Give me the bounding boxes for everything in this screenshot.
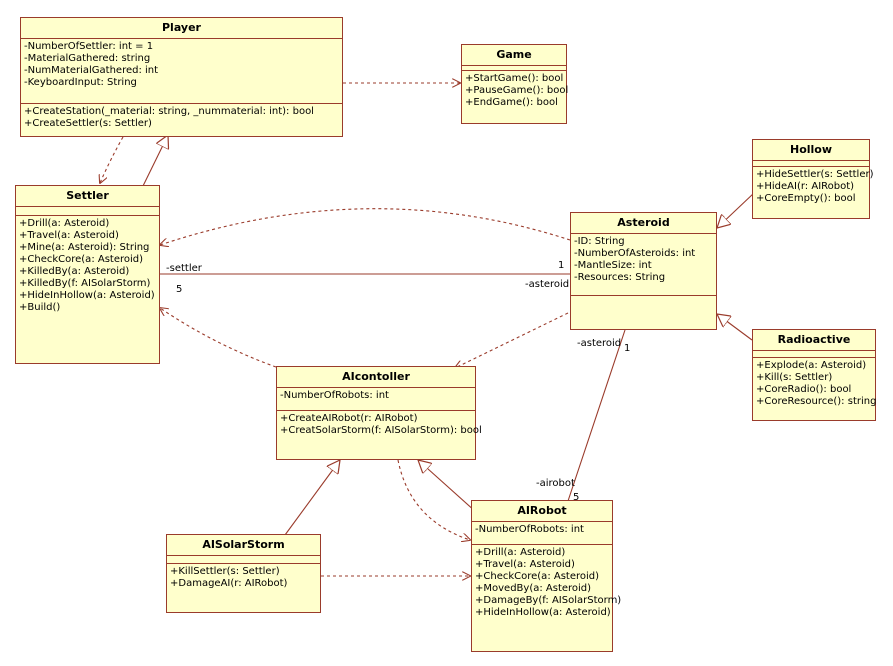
operation: +CreateAIRobot(r: AIRobot) (280, 413, 418, 424)
attribute: -NumberOfSettler: int = 1 (24, 41, 154, 52)
attribute: -NumberOfAsteroids: int (574, 248, 696, 259)
operation: +CheckCore(a: Asteroid) (475, 571, 600, 582)
operations-compartment: +StartGame(): bool +PauseGame(): bool +E… (462, 71, 569, 112)
attributes-compartment: -NumberOfSettler: int = 1 -MaterialGathe… (21, 39, 342, 104)
attribute: -MaterialGathered: string (24, 53, 151, 64)
operation: +DamageAI(r: AIRobot) (170, 578, 288, 589)
operation: +Travel(a: Asteroid) (19, 230, 119, 241)
operation: +KillSettler(s: Settler) (170, 566, 280, 577)
operation: +CreateStation(_material: string, _numma… (24, 106, 314, 117)
class-aisolarstorm[interactable]: AISolarStorm +KillSettler(s: Settler) +D… (166, 534, 321, 613)
operations-compartment: +Explode(a: Asteroid) +Kill(s: Settler) … (753, 358, 877, 411)
operation: +EndGame(): bool (465, 97, 558, 108)
class-name: Settler (16, 186, 159, 207)
settler-role-label: -settler (166, 263, 202, 274)
operation: +KilledBy(a: Asteroid) (19, 266, 130, 277)
attribute: -KeyboardInput: String (24, 77, 137, 88)
asteroid-role-left-label: -asteroid (525, 279, 570, 290)
operation: +DamageBy(f: AISolarStorm) (475, 595, 622, 606)
attributes-compartment: -NumberOfRobots: int (472, 522, 612, 545)
class-hollow[interactable]: Hollow +HideSettler(s: Settler) +HideAI(… (752, 139, 874, 219)
operation: +KilledBy(f: AISolarStorm) (19, 278, 151, 289)
operation: +Kill(s: Settler) (756, 372, 833, 383)
dependency-aicontroller-settler (160, 308, 277, 368)
class-name: AIcontoller (277, 367, 475, 388)
attributes-compartment: -NumberOfRobots: int (277, 388, 475, 411)
dependency-asteroid-settler (160, 208, 571, 245)
attribute: -NumMaterialGathered: int (24, 65, 159, 76)
generalization-aisolarstorm-aicontroller (284, 460, 340, 536)
dependency-aicontroller-airobot (397, 459, 470, 540)
class-name: AIRobot (472, 501, 612, 522)
operation: +CheckCore(a: Asteroid) (19, 254, 144, 265)
operation: +Mine(a: Asteroid): String (19, 242, 150, 253)
operation: +HideAI(r: AIRobot) (756, 181, 855, 192)
operation: +PauseGame(): bool (465, 85, 569, 96)
generalization-airobot-aicontroller (418, 460, 477, 513)
operation: +StartGame(): bool (465, 73, 564, 84)
operation: +Drill(a: Asteroid) (475, 547, 566, 558)
operation: +CoreResource(): string (756, 396, 877, 407)
class-airobot[interactable]: AIRobot -NumberOfRobots: int +Drill(a: A… (471, 500, 622, 652)
class-name: Asteroid (571, 213, 716, 234)
class-name: Hollow (753, 140, 869, 161)
class-radioactive[interactable]: Radioactive +Explode(a: Asteroid) +Kill(… (752, 329, 876, 421)
operations-compartment (571, 296, 716, 301)
operation: +HideInHollow(a: Asteroid) (475, 607, 611, 618)
operations-compartment: +CreateAIRobot(r: AIRobot) +CreatSolarSt… (277, 411, 482, 440)
settler-multiplicity-label: 5 (176, 284, 183, 295)
operation: +Explode(a: Asteroid) (756, 360, 867, 371)
operation: +CreateSettler(s: Settler) (24, 118, 152, 129)
operation: +CreatSolarStorm(f: AISolarStorm): bool (280, 425, 482, 436)
attributes-compartment: -ID: String -NumberOfAsteroids: int -Man… (571, 234, 716, 296)
operation: +HideInHollow(a: Asteroid) (19, 290, 155, 301)
operation: +Build() (19, 302, 61, 313)
operations-compartment: +Drill(a: Asteroid) +Travel(a: Asteroid)… (472, 545, 622, 622)
operation: +Travel(a: Asteroid) (475, 559, 575, 570)
attributes-compartment (16, 207, 159, 216)
operations-compartment: +CreateStation(_material: string, _numma… (21, 104, 342, 133)
association-asteroid-airobot (567, 329, 626, 502)
attributes-compartment (167, 556, 320, 564)
operation: +CoreEmpty(): bool (756, 193, 856, 204)
dependency-player-settler (100, 136, 124, 183)
class-name: Radioactive (753, 330, 875, 351)
operations-compartment: +Drill(a: Asteroid) +Travel(a: Asteroid)… (16, 216, 159, 317)
attribute: -NumberOfRobots: int (475, 524, 584, 535)
class-name: Game (462, 45, 566, 66)
generalization-settler-player (142, 135, 168, 187)
attributes-compartment (753, 351, 875, 358)
dependency-asteroid-aicontroller (455, 312, 569, 368)
operation: +CoreRadio(): bool (756, 384, 852, 395)
class-settler[interactable]: Settler +Drill(a: Asteroid) +Travel(a: A… (15, 185, 160, 364)
airobot-multiplicity-label: 5 (573, 492, 580, 503)
generalization-asteroid-hollow (717, 192, 755, 228)
attribute: -ID: String (574, 236, 625, 247)
class-player[interactable]: Player -NumberOfSettler: int = 1 -Materi… (20, 17, 343, 137)
operation: +MovedBy(a: Asteroid) (475, 583, 592, 594)
class-game[interactable]: Game +StartGame(): bool +PauseGame(): bo… (461, 44, 569, 124)
attribute: -MantleSize: int (574, 260, 652, 271)
class-name: Player (21, 18, 342, 39)
attribute: -NumberOfRobots: int (280, 390, 389, 401)
airobot-role-label: -airobot (536, 478, 575, 489)
operations-compartment: +KillSettler(s: Settler) +DamageAI(r: AI… (167, 564, 320, 593)
asteroid-role-bottom-label: -asteroid (577, 338, 622, 349)
attributes-compartment (753, 161, 869, 167)
operation: +Drill(a: Asteroid) (19, 218, 110, 229)
attribute: -Resources: String (574, 272, 666, 283)
class-name: AISolarStorm (167, 535, 320, 556)
asteroid-multiplicity-top-label: 1 (558, 260, 565, 271)
operations-compartment: +HideSettler(s: Settler) +HideAI(r: AIRo… (753, 167, 874, 208)
class-aicontroller[interactable]: AIcontoller -NumberOfRobots: int +Create… (276, 366, 482, 460)
operation: +HideSettler(s: Settler) (756, 169, 874, 180)
asteroid-multiplicity-bottom-label: 1 (624, 343, 631, 354)
attributes-compartment (462, 66, 566, 71)
class-asteroid[interactable]: Asteroid -ID: String -NumberOfAsteroids:… (570, 212, 717, 330)
generalization-radioactive-asteroid (717, 314, 753, 341)
